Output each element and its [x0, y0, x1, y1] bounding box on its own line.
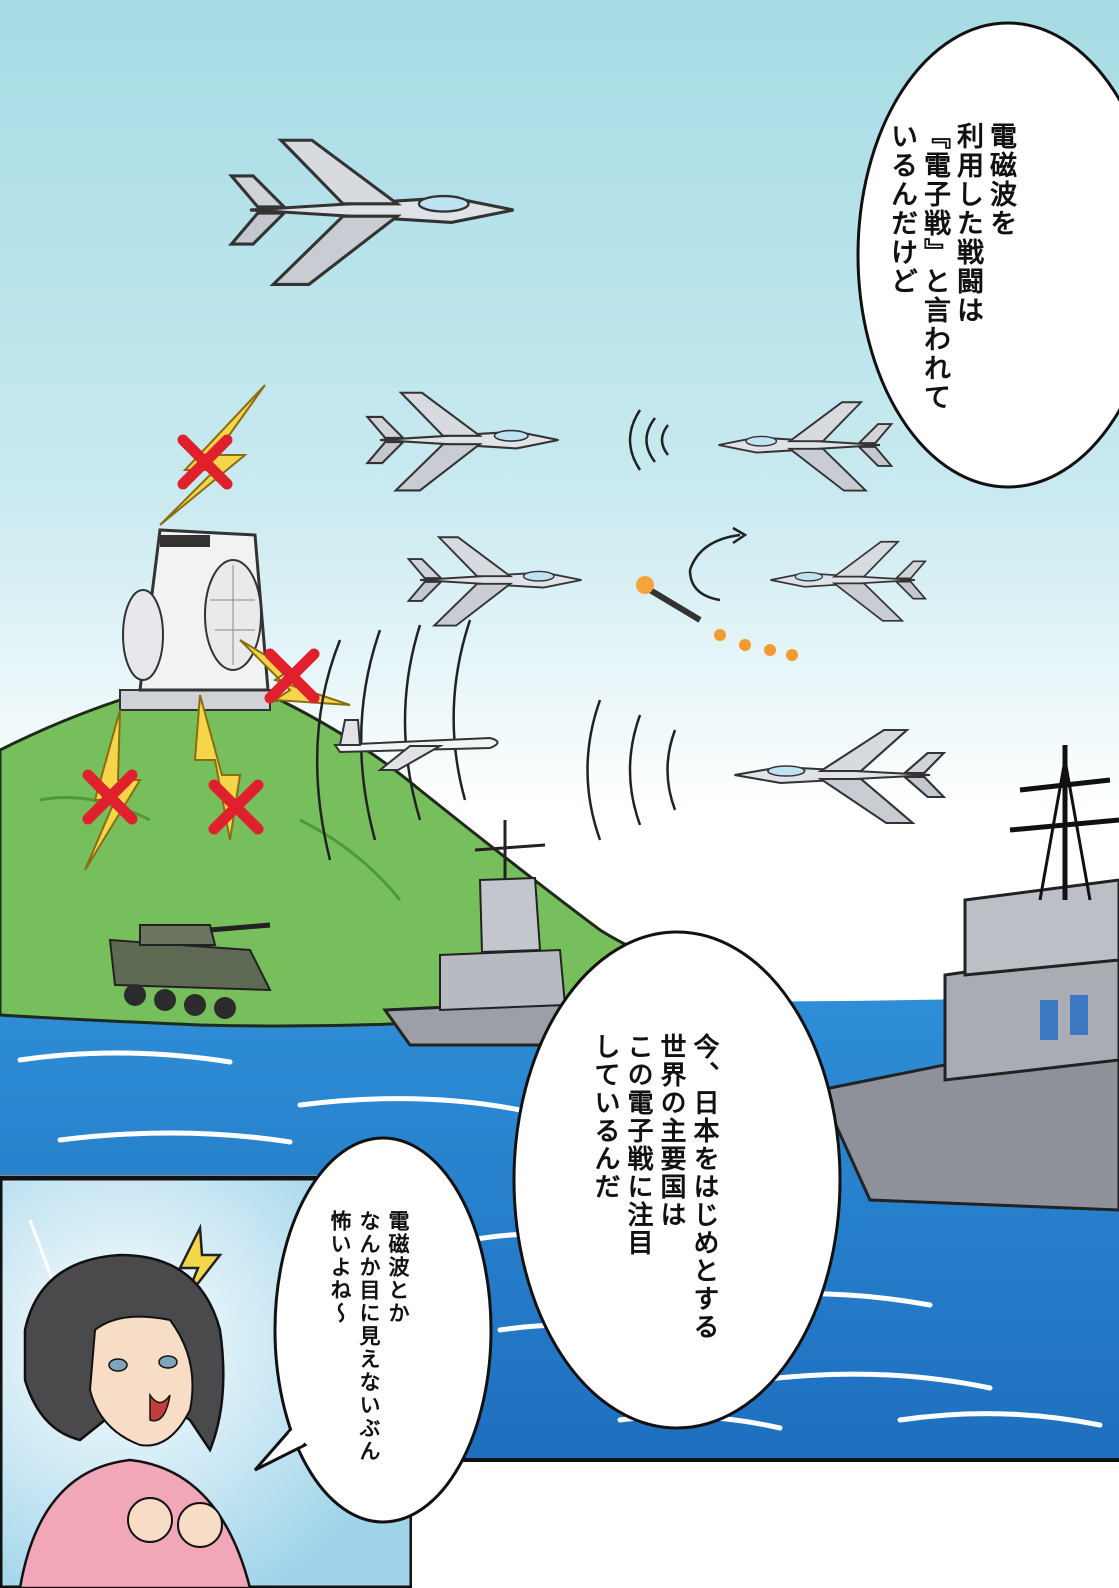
- speech-bubble-shapes: [253, 21, 1119, 1524]
- radio-wave-arcs: [315, 409, 677, 861]
- aircraft-airliner: [333, 719, 499, 771]
- speech-bubble-electronic-warfare: 電磁波を 利用した戦闘は 『電子戦』と言われて いるんだけど: [886, 122, 1016, 412]
- curved-arrow-icon: [688, 533, 741, 602]
- radar-tower: [119, 528, 271, 711]
- large-warship: [817, 745, 1119, 1212]
- speech-bubble-japan-focus: 今、日本をはじめとする 世界の主要国は この電子戦に注目 しているんだ: [590, 1033, 719, 1341]
- speech-bubble-girl-reaction: 電磁波とか なんか目に見えないぶん 怖いよね〜: [328, 1210, 410, 1463]
- armored-vehicle: [108, 922, 272, 1019]
- girl-character: [18, 1253, 252, 1588]
- missile-flares: [636, 576, 798, 661]
